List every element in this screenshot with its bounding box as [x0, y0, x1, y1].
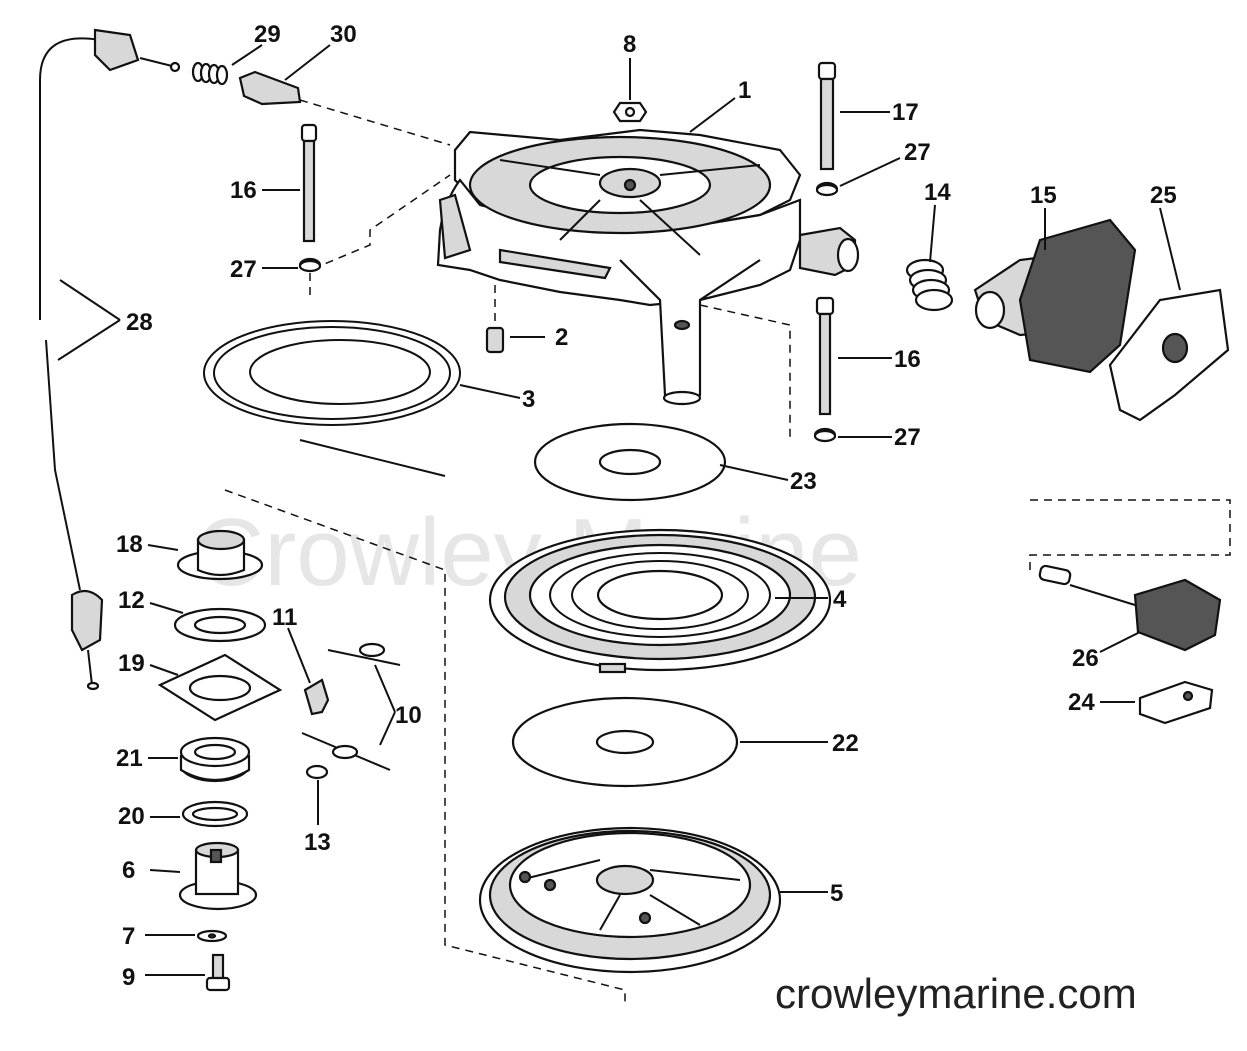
callout-16-right: 16 [894, 346, 921, 373]
callout-1: 1 [738, 77, 751, 104]
part-2-pin [485, 326, 505, 354]
website-url: crowleymarine.com [775, 970, 1137, 1017]
part-17-screw [815, 61, 839, 197]
callout-9: 9 [122, 964, 135, 991]
callout-2: 2 [555, 324, 568, 351]
part-5-pulley [478, 826, 782, 974]
part-23-plate [533, 422, 727, 502]
callout-16-left: 16 [230, 177, 257, 204]
callout-12: 12 [118, 587, 145, 614]
callout-13: 13 [304, 829, 331, 856]
callout-26: 26 [1072, 645, 1099, 672]
callout-20: 20 [118, 803, 145, 830]
part-6-hub [178, 841, 258, 911]
part-3-rewind-spring [203, 320, 461, 477]
part-13-washer [305, 764, 329, 780]
part-21-ring [179, 736, 251, 783]
callout-22: 22 [832, 730, 859, 757]
callout-5: 5 [830, 880, 843, 907]
part-25-plate [1108, 288, 1230, 422]
callout-18: 18 [116, 531, 143, 558]
part-9-bolt [205, 953, 231, 992]
part-16-screw-right [813, 296, 837, 443]
part-7-washer [196, 929, 228, 943]
part-11-pawl [303, 678, 330, 716]
callout-3: 3 [522, 386, 535, 413]
callout-27-bottom-right: 27 [894, 424, 921, 451]
callout-7: 7 [122, 923, 135, 950]
part-1-housing [436, 128, 860, 406]
part-24-clip [1138, 680, 1214, 725]
callout-labels: 1 2 3 4 5 6 7 8 9 10 11 12 13 14 15 16 1… [116, 21, 1177, 991]
part-30-plunger [238, 70, 302, 106]
part-15-guide [973, 218, 1137, 374]
part-10-springs [301, 642, 401, 771]
callout-27-left: 27 [230, 256, 257, 283]
callout-4: 4 [833, 586, 847, 613]
part-22-plate [511, 696, 739, 788]
callout-24: 24 [1068, 689, 1095, 716]
callout-28: 28 [126, 309, 153, 336]
part-18-cap [176, 529, 264, 581]
assembly-guide-lines [224, 99, 1231, 1005]
callout-17: 17 [892, 99, 919, 126]
callout-23: 23 [790, 468, 817, 495]
callout-27-top-right: 27 [904, 139, 931, 166]
callout-14: 14 [924, 179, 951, 206]
callout-11: 11 [272, 604, 297, 631]
callout-leaders [57, 44, 1181, 976]
callout-29: 29 [254, 21, 281, 48]
part-20-seal [181, 800, 249, 828]
callout-6: 6 [122, 857, 135, 884]
callout-8: 8 [623, 31, 636, 58]
part-16-screw-left [298, 123, 322, 273]
part-4-spring-cup [488, 528, 832, 674]
callout-15: 15 [1030, 182, 1057, 209]
callout-21: 21 [116, 745, 143, 772]
part-12-washer [173, 607, 267, 643]
part-28-cable [39, 28, 181, 691]
part-26-handle [1038, 564, 1222, 652]
callout-10: 10 [395, 702, 422, 729]
callout-30: 30 [330, 21, 357, 48]
part-29-spring [191, 61, 229, 86]
callout-25: 25 [1150, 182, 1177, 209]
part-19-gasket [157, 653, 283, 722]
part-27-washers [298, 183, 839, 443]
callout-19: 19 [118, 650, 145, 677]
part-14-spring [905, 258, 954, 312]
part-8-nut [612, 101, 648, 123]
